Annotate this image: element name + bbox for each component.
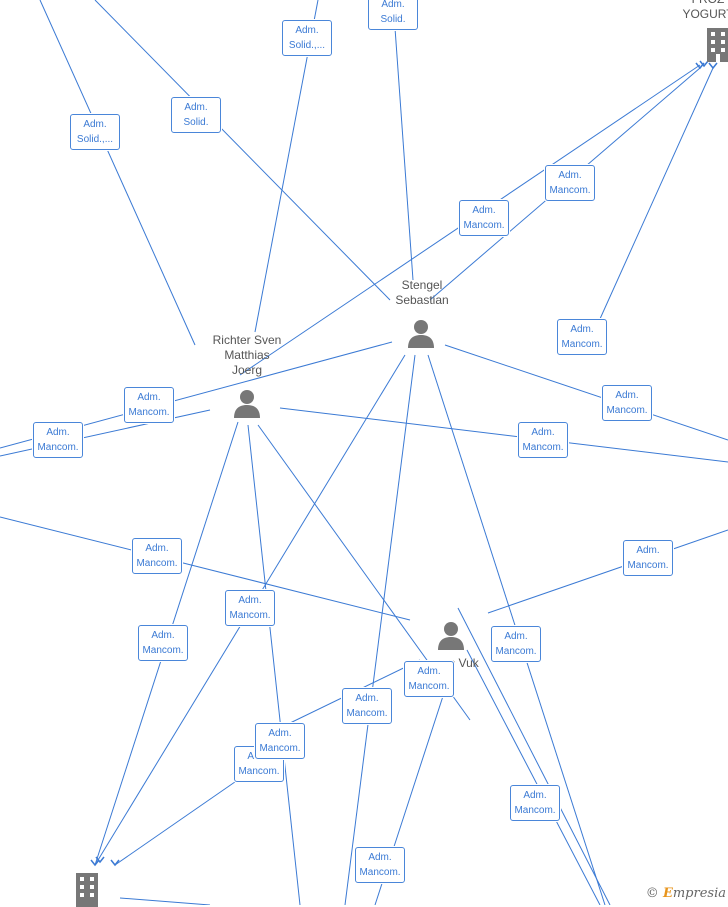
edge-label-adm-mancom[interactable]: Adm. Mancom. — [510, 785, 560, 821]
connection-line — [0, 409, 211, 457]
edge-label-adm-mancom[interactable]: Adm. Mancom. — [623, 540, 673, 576]
edge-label-adm-mancom[interactable]: Adm. Mancom. — [124, 387, 174, 423]
edge-label-adm-mancom[interactable]: Adm. Mancom. — [225, 590, 275, 626]
edge-label-adm-solid[interactable]: Adm. Solid. — [368, 0, 418, 30]
connection-line — [392, 0, 414, 281]
connection-line — [247, 424, 301, 905]
person-icon — [408, 320, 434, 348]
connection-line — [39, 0, 196, 346]
person-icon — [438, 622, 464, 650]
edge-label-adm-mancom[interactable]: Adm. Mancom. — [33, 422, 83, 458]
node-label-richter: Richter Sven Matthias Joerg — [212, 333, 282, 377]
edge-label-adm-mancom[interactable]: Adm. Mancom. — [491, 626, 541, 662]
node-vuk[interactable]: ...c Vuk — [421, 620, 481, 676]
edge-label-adm-mancom[interactable]: Adm. Mancom. — [342, 688, 392, 724]
connection-line — [279, 407, 728, 463]
edge-label-adm-mancom[interactable]: Adm. Mancom. — [255, 723, 305, 759]
node-company-bottom[interactable] — [76, 873, 100, 907]
connection-line — [344, 354, 416, 905]
connection-line — [457, 607, 611, 905]
edge-label-adm-solid[interactable]: Adm. Solid. — [171, 97, 221, 133]
node-label-stengel: Stengel Sebastian — [395, 278, 449, 307]
edge-label-adm-mancom[interactable]: Adm. Mancom. — [132, 538, 182, 574]
node-richter-sven[interactable]: Richter Sven Matthias Joerg — [213, 333, 281, 421]
edge-label-adm-mancom[interactable]: Adm. Mancom. — [518, 422, 568, 458]
node-label-company-top: FROZ YOGURT — [682, 0, 728, 21]
arrowhead — [708, 62, 718, 70]
arrowhead — [90, 859, 100, 867]
person-icon — [234, 390, 260, 418]
connection-line — [444, 344, 728, 441]
edge-label-adm-mancom[interactable]: Adm. Mancom. — [602, 385, 652, 421]
connection-line — [94, 0, 391, 301]
connection-line — [114, 774, 246, 866]
arrowhead — [699, 60, 709, 68]
edge-label-adm-solid[interactable]: Adm. Solid.,... — [282, 20, 332, 56]
edge-label-adm-mancom[interactable]: Adm. Mancom. — [138, 625, 188, 661]
connection-line — [119, 897, 211, 905]
edge-label-adm-mancom[interactable]: Adm. Mancom. — [355, 847, 405, 883]
connection-line — [487, 529, 728, 614]
connection-line — [594, 67, 714, 331]
copyright-footer: © Empresia — [646, 886, 726, 901]
edge-label-adm-solid[interactable]: Adm. Solid.,... — [70, 114, 120, 150]
connection-line — [466, 649, 601, 905]
edge-label-adm-mancom[interactable]: Adm. Mancom. — [459, 200, 509, 236]
edge-label-adm-mancom[interactable]: Adm. Mancom. — [404, 661, 454, 697]
arrowhead — [110, 859, 120, 867]
building-icon — [707, 28, 728, 62]
brand-logo: Empresia — [662, 886, 726, 901]
copyright-symbol: © — [645, 886, 659, 901]
arrowhead — [95, 856, 105, 864]
building-icon — [76, 873, 98, 907]
node-stengel-sebastian[interactable]: Stengel Sebastian — [392, 278, 452, 350]
connection-line — [0, 516, 411, 621]
edge-label-adm-mancom[interactable]: Adm. Mancom. — [545, 165, 595, 201]
node-company-top[interactable]: FROZ YOGURT — [680, 0, 728, 64]
edge-label-adm-mancom[interactable]: Adm. Mancom. — [557, 319, 607, 355]
